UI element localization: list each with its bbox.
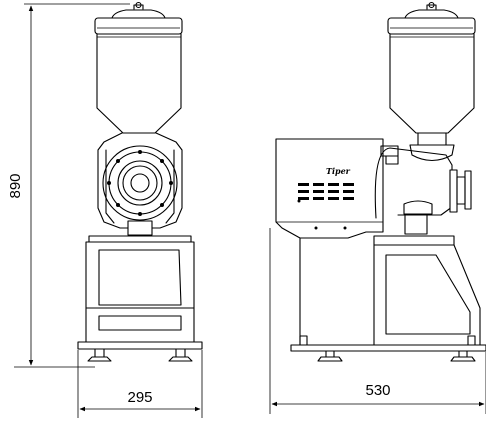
base-cabinet [77,235,203,350]
side-stand [290,235,486,352]
height-dimension: 890 [7,3,130,368]
side-grinder-body [374,145,472,235]
motor-cabinet: Tiper [275,138,384,239]
side-feet [299,335,476,362]
hopper [96,33,182,134]
side-width-label: 530 [365,382,390,399]
side-view: Tiper [275,1,486,362]
side-outlet [409,132,455,162]
side-hopper [389,33,475,134]
vent-slots [298,183,354,200]
height-dimension-label: 890 [7,173,24,198]
side-width-dimension: 530 [269,228,486,414]
front-width-dimension: 295 [77,350,203,418]
front-view [77,1,203,362]
hopper-lid [94,1,183,35]
side-hopper-lid [387,1,476,35]
brand-label: Tiper [326,166,351,176]
grinder-housing [97,132,183,236]
front-width-label: 295 [127,389,152,406]
front-feet [87,348,193,362]
